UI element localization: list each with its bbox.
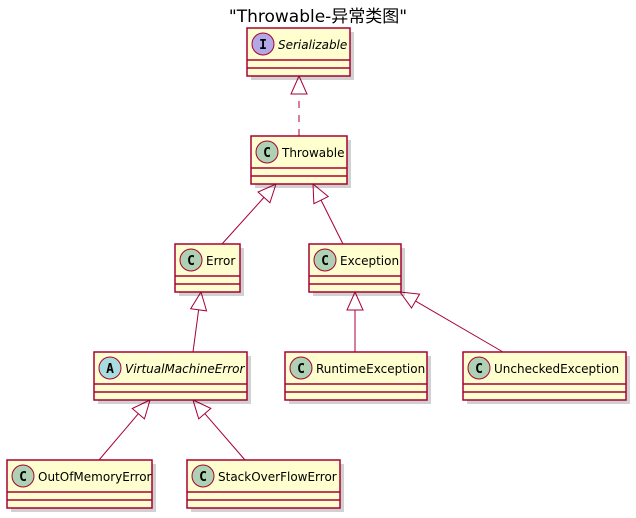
edge-line [320, 199, 344, 245]
class-name: StackOverFlowError [218, 470, 337, 484]
class-box-throwable[interactable]: C Throwable [250, 135, 351, 188]
hollow-triangle-arrowhead [192, 399, 212, 420]
class-box-uncheckedexception[interactable]: C UncheckedException [462, 351, 630, 404]
class-stereotype-icon [11, 464, 35, 488]
class-stereotype-icon [313, 248, 337, 272]
class-name: OutOfMemoryError [38, 470, 152, 484]
class-name: Exception [340, 254, 399, 268]
class-name: RuntimeException [316, 362, 425, 376]
edge-line [221, 197, 265, 245]
class-stereotype-icon [191, 464, 215, 488]
inheritance-edge-outofmemoryerror-to-virtualmachineerror [98, 399, 151, 461]
edge-line [415, 300, 504, 353]
class-name: Error [206, 254, 235, 268]
stereotype-letter: C [263, 146, 271, 161]
hollow-triangle-arrowhead [189, 290, 208, 312]
class-box-outofmemoryerror[interactable]: C OutOfMemoryError [6, 459, 156, 512]
inheritance-edge-runtimeexception-to-exception [346, 290, 364, 352]
stereotype-letter: A [106, 362, 114, 377]
hollow-triangle-arrowhead [312, 182, 330, 205]
abstract-stereotype-icon [98, 356, 122, 380]
class-box-error[interactable]: C Error [174, 243, 244, 296]
interface-stereotype-icon [251, 32, 275, 56]
class-name: Serializable [278, 38, 347, 52]
class-name: VirtualMachineError [125, 362, 245, 376]
stereotype-letter: C [199, 470, 207, 485]
realization-edge-throwable-to-serializable [290, 74, 308, 136]
stereotype-letter: C [321, 254, 329, 269]
class-box-exception[interactable]: C Exception [308, 243, 405, 296]
edge-line [204, 413, 246, 461]
class-box-frame [462, 351, 627, 401]
relations-layer [98, 74, 504, 461]
class-box-stackoverflowerror[interactable]: C StackOverFlowError [186, 459, 344, 512]
diagram-title: "Throwable-异常类图" [228, 7, 408, 27]
class-stereotype-icon [255, 140, 279, 164]
class-stereotype-icon [179, 248, 203, 272]
class-name: UncheckedException [494, 362, 619, 376]
inheritance-edge-stackoverflowerror-to-virtualmachineerror [192, 399, 246, 461]
stereotype-letter: C [475, 362, 483, 377]
class-name: Throwable [281, 146, 344, 160]
class-stereotype-icon [289, 356, 313, 380]
hollow-triangle-arrowhead [346, 290, 364, 311]
class-stereotype-icon [467, 356, 491, 380]
stereotype-letter: I [259, 38, 267, 53]
inheritance-edge-virtualmachineerror-to-error [189, 290, 208, 353]
edge-line [192, 309, 200, 353]
class-box-virtualmachineerror[interactable]: A VirtualMachineError [93, 351, 251, 404]
class-box-runtimeexception[interactable]: C RuntimeException [284, 351, 431, 404]
stereotype-letter: C [297, 362, 305, 377]
hollow-triangle-arrowhead [398, 291, 421, 309]
hollow-triangle-arrowhead [131, 399, 151, 420]
inheritance-edge-exception-to-throwable [312, 182, 344, 245]
hollow-triangle-arrowhead [257, 183, 277, 204]
class-box-serializable[interactable]: I Serializable [246, 27, 354, 80]
stereotype-letter: C [187, 254, 195, 269]
stereotype-letter: C [19, 470, 27, 485]
inheritance-edge-uncheckedexception-to-exception [398, 291, 504, 353]
inheritance-edge-error-to-throwable [221, 183, 277, 245]
hollow-triangle-arrowhead [290, 74, 308, 95]
edge-line [98, 413, 139, 461]
